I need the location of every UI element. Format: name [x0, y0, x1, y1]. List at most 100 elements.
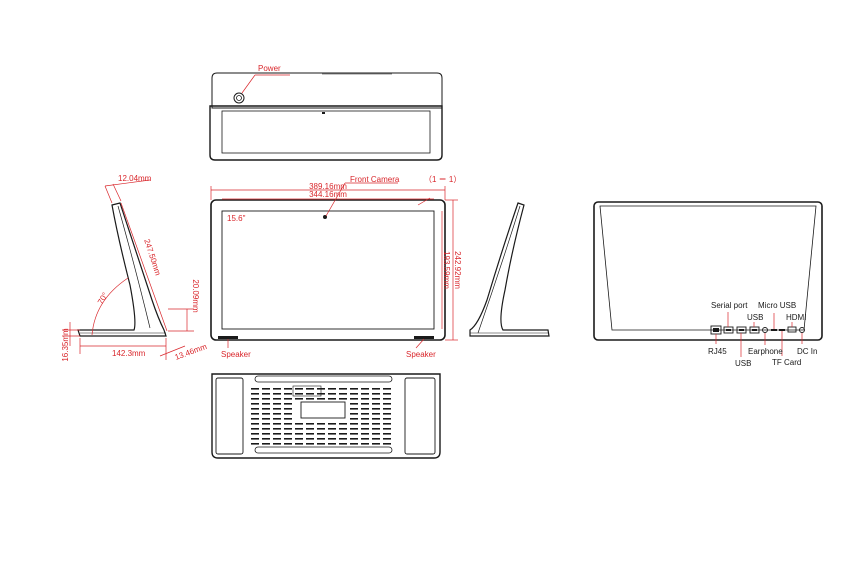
base-depth-dimension: 142.3mm: [112, 349, 146, 358]
vent-slot: [361, 393, 369, 395]
vent-slot: [350, 393, 358, 395]
side-view-right: [469, 202, 550, 337]
vent-slot: [350, 418, 358, 420]
vent-slot: [262, 413, 270, 415]
vent-slot: [361, 423, 369, 425]
vent-slot: [251, 408, 259, 410]
vent-slot: [251, 438, 259, 440]
vent-slot: [284, 433, 292, 435]
vent-slot: [328, 398, 336, 400]
vent-slot: [383, 418, 391, 420]
back-view: Serial port Micro USB USB HDMI RJ45 USB …: [593, 201, 823, 368]
side-view-left: 12.04mm 247.50mm 70° 20.09mm 142.3mm 16.…: [61, 174, 208, 362]
vent-slot: [284, 388, 292, 390]
vent-slot: [295, 398, 303, 400]
vent-slot: [273, 408, 281, 410]
vent-slot: [295, 388, 303, 390]
vent-slot: [328, 393, 336, 395]
vent-slot: [339, 443, 347, 445]
vent-slot: [306, 393, 314, 395]
vent-slot: [262, 438, 270, 440]
vent-slot: [372, 418, 380, 420]
vent-slot: [273, 388, 281, 390]
vent-slot: [372, 403, 380, 405]
vent-slot: [372, 393, 380, 395]
vent-slot: [251, 418, 259, 420]
serial-port-label: Serial port: [711, 301, 748, 310]
vent-slot: [284, 403, 292, 405]
micro-usb-label: Micro USB: [758, 301, 796, 310]
vent-slot: [262, 433, 270, 435]
scale-note: （1 ＝ 1）: [424, 175, 461, 184]
hdmi-label: HDMI: [786, 313, 806, 322]
vent-slot: [350, 433, 358, 435]
vent-slot: [339, 428, 347, 430]
vent-slot: [251, 398, 259, 400]
vent-slot: [350, 408, 358, 410]
vent-slot: [317, 438, 325, 440]
vent-slot: [306, 388, 314, 390]
vent-slot: [328, 443, 336, 445]
vent-slot: [350, 413, 358, 415]
vent-slot: [262, 398, 270, 400]
vent-slot: [284, 438, 292, 440]
vent-slot: [317, 388, 325, 390]
vent-slot: [350, 428, 358, 430]
vent-slot: [273, 413, 281, 415]
vent-slot: [361, 403, 369, 405]
vent-slot: [284, 443, 292, 445]
vent-slot: [273, 418, 281, 420]
stand-height-dimension: 20.09mm: [191, 279, 200, 313]
tf-card-label: TF Card: [772, 358, 801, 367]
outer-height-dimension: 242.92mm: [453, 251, 462, 289]
vent-slot: [361, 438, 369, 440]
vent-slot: [383, 438, 391, 440]
vent-slot: [262, 388, 270, 390]
vent-slot: [262, 418, 270, 420]
vent-slot: [273, 398, 281, 400]
screen-width-dimension: 344.16mm: [309, 190, 347, 199]
vent-slot: [273, 393, 281, 395]
vent-slot: [372, 398, 380, 400]
front-camera-label: Front Camera: [350, 175, 400, 184]
vent-slot: [317, 443, 325, 445]
bottom-view: [211, 373, 441, 459]
top-view: Power: [209, 64, 443, 161]
vent-slot: [251, 423, 259, 425]
vent-slot: [328, 423, 336, 425]
vent-slot: [361, 408, 369, 410]
vent-slot: [361, 443, 369, 445]
vent-slot: [306, 398, 314, 400]
vent-slot: [262, 408, 270, 410]
power-label: Power: [258, 64, 281, 73]
vent-slot: [383, 388, 391, 390]
vent-slot: [328, 388, 336, 390]
vent-slot: [372, 428, 380, 430]
vent-slot: [361, 388, 369, 390]
vent-slot: [306, 438, 314, 440]
base-lip-dimension: 13.46mm: [174, 342, 209, 362]
screen-height-dimension: 193.59mm: [442, 251, 451, 289]
usb-bottom-label: USB: [735, 359, 751, 368]
vent-slot: [273, 423, 281, 425]
vent-slot: [295, 433, 303, 435]
vent-slot: [328, 428, 336, 430]
vent-slot: [273, 433, 281, 435]
vent-slot: [361, 413, 369, 415]
vent-slot: [372, 388, 380, 390]
vent-slot: [350, 403, 358, 405]
vent-slot: [273, 403, 281, 405]
vent-slot: [350, 443, 358, 445]
vent-slot: [251, 413, 259, 415]
vent-slot: [284, 398, 292, 400]
vent-slot: [383, 423, 391, 425]
vent-slot: [251, 403, 259, 405]
vent-slot: [317, 433, 325, 435]
vent-slot: [383, 393, 391, 395]
vent-slot: [262, 428, 270, 430]
vent-slot: [372, 433, 380, 435]
vent-slot: [295, 428, 303, 430]
vent-slot: [339, 433, 347, 435]
vent-slot: [284, 418, 292, 420]
